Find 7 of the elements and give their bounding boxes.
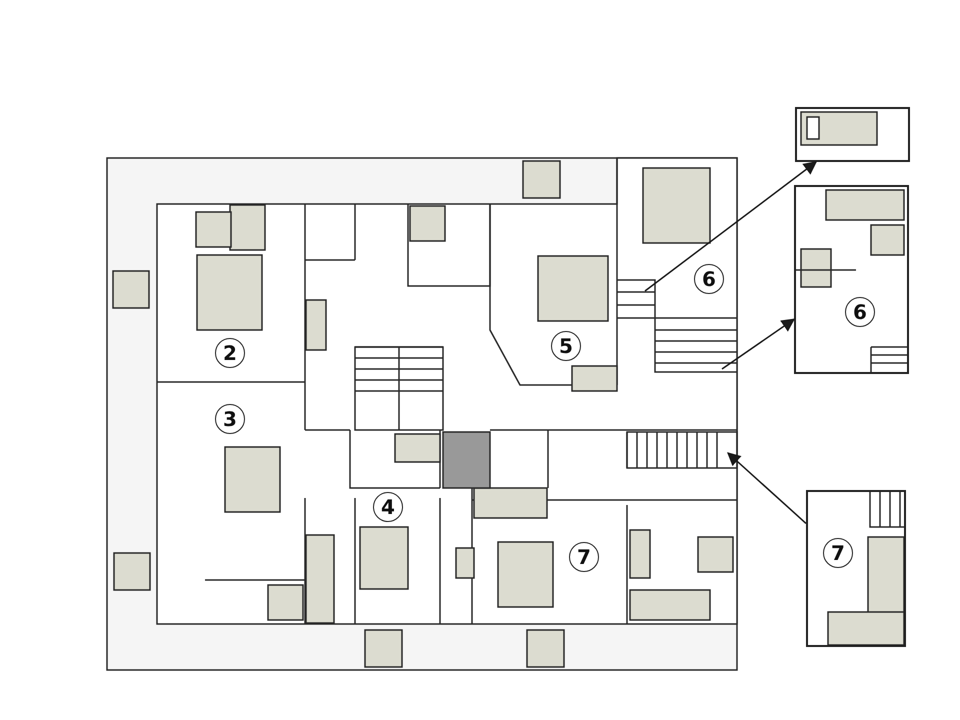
- room-number: 7: [823, 538, 853, 568]
- inset-panel: [795, 107, 910, 162]
- leader-arrow: [722, 318, 796, 370]
- leader-arrow: [644, 161, 818, 292]
- leader-arrow: [727, 452, 806, 524]
- inset-panel: [806, 490, 906, 647]
- room-number: 6: [845, 297, 875, 327]
